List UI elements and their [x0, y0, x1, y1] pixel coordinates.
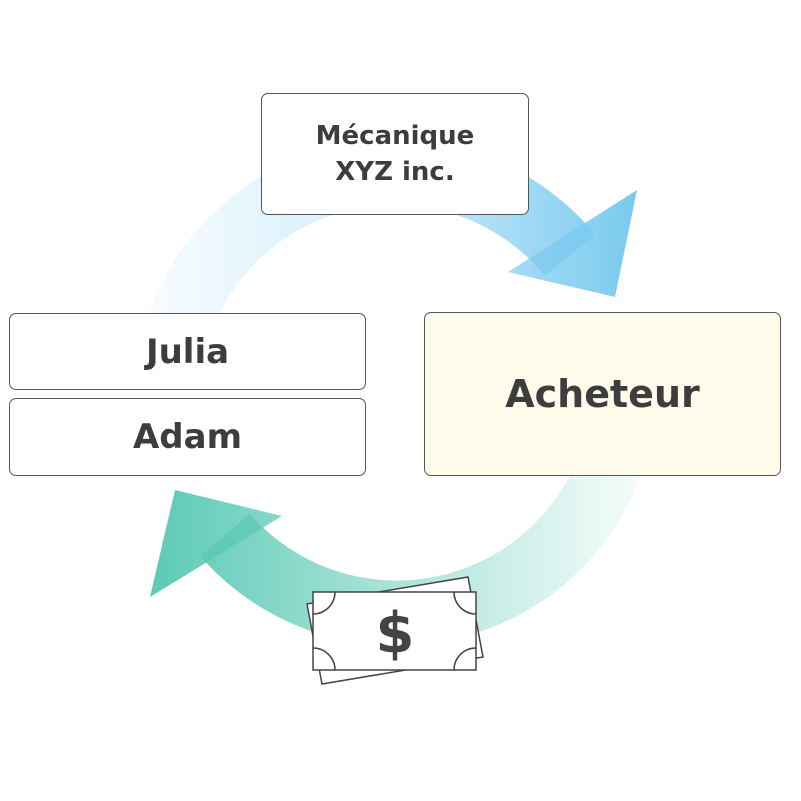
supplier-name-line2: XYZ inc. — [335, 157, 455, 187]
supplier-name-line1: Mécanique — [315, 121, 475, 151]
person-name: Adam — [132, 417, 243, 457]
person-name: Julia — [145, 331, 230, 372]
dollar-sign: $ — [376, 601, 415, 666]
buyer-label: Acheteur — [505, 372, 700, 416]
person-node-adam: Adam — [9, 398, 366, 476]
person-node-julia: Julia — [9, 313, 366, 390]
money-bill-icon: $ — [306, 576, 484, 685]
buyer-node: Acheteur — [424, 312, 781, 476]
